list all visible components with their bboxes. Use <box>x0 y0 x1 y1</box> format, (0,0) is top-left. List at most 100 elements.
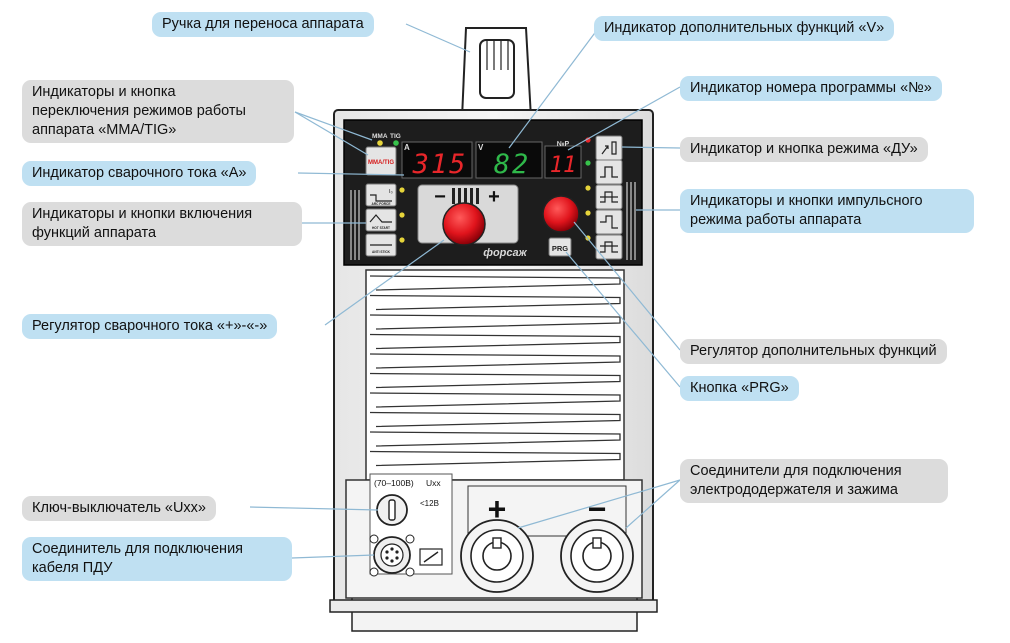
callout-mode-switch: Индикаторы и кнопка переключения режимов… <box>22 80 294 143</box>
output-plus-label: + <box>488 491 507 527</box>
pulse-led-3 <box>585 210 591 216</box>
pulse-2-icon <box>600 191 618 203</box>
extra-function-knob[interactable] <box>542 195 580 233</box>
program-display <box>544 145 582 179</box>
callout-functions-line-2: функций аппарата <box>32 225 157 241</box>
welder-foot <box>329 599 658 613</box>
callout-prg-button-text: Кнопка «PRG» <box>690 380 789 396</box>
callout-connectors-line-1: Соединители для подключения <box>690 463 902 479</box>
pulse-button-1[interactable] <box>595 159 623 185</box>
hot-start-label: HOT START <box>372 226 390 230</box>
program-symbol: №P <box>557 140 570 148</box>
remote-symbol-line <box>423 551 439 563</box>
arc-force-led <box>399 187 405 193</box>
arc-force-label: ARC FORCE <box>372 202 391 206</box>
callout-prg-button: Кнопка «PRG» <box>680 376 799 401</box>
vent-slat <box>369 372 621 389</box>
callout-extra-regulator: Регулятор дополнительных функций <box>680 339 947 364</box>
prg-button-label: PRG <box>552 244 568 253</box>
output-plus-socket[interactable] <box>460 519 534 593</box>
callout-extra-regulator-text: Регулятор дополнительных функций <box>690 343 937 359</box>
mode-switch-button-label: MMA/TIG <box>368 160 394 166</box>
remote-mode-button[interactable] <box>595 135 623 161</box>
callout-power-switch: Ключ-выключатель «Uxx» <box>22 496 216 521</box>
prg-button[interactable] <box>548 237 572 257</box>
callout-mode-switch-line-3: аппарата «MMA/TIG» <box>32 122 177 138</box>
output-minus-label: − <box>588 491 607 527</box>
connector-screws <box>369 534 415 577</box>
mma-led <box>377 140 383 146</box>
callout-v-indicator-text: Индикатор дополнительных функций «V» <box>604 20 885 36</box>
volt-symbol: V <box>478 143 484 152</box>
brand-logo: форсаж <box>483 247 527 259</box>
key-slot-icon <box>388 499 396 521</box>
remote-icon <box>601 141 617 155</box>
ventilation-grille <box>365 269 625 481</box>
callout-remote-connector-line-1: Соединитель для подключения <box>32 541 244 557</box>
callout-program-number-text: Индикатор номера программы «№» <box>690 80 932 96</box>
volt-value: 82 <box>494 149 531 180</box>
callout-program-number: Индикатор номера программы «№» <box>680 76 942 101</box>
low-voltage-label: <12В <box>420 499 439 508</box>
tig-label: TIG <box>390 133 401 140</box>
vent-slat <box>369 333 621 350</box>
vent-slat <box>369 450 621 467</box>
output-label-box <box>467 485 627 537</box>
pulse-3-icon <box>600 215 618 229</box>
uxx-label: Uxx <box>426 478 441 488</box>
tig-led <box>393 140 399 146</box>
callout-handle-text: Ручка для переноса аппарата <box>162 16 364 32</box>
vent-slat <box>369 314 621 330</box>
hot-start-led <box>399 212 405 218</box>
carry-handle <box>461 27 532 119</box>
connector-pin-dots <box>385 547 399 563</box>
callout-mode-switch-line-1: Индикаторы и кнопка <box>32 84 176 100</box>
pulse-button-4[interactable] <box>595 234 623 260</box>
current-scale <box>452 188 479 204</box>
right-scale-bars <box>626 182 636 260</box>
program-value: 11 <box>550 153 577 178</box>
vent-slat <box>369 275 621 291</box>
callout-power-switch-text: Ключ-выключатель «Uxx» <box>32 500 206 516</box>
callout-connectors: Соединители для подключения электрододер… <box>680 459 948 503</box>
left-scale-bars <box>350 190 360 260</box>
callout-remote-mode: Индикатор и кнопка режима «ДУ» <box>680 137 928 162</box>
vent-slat <box>369 294 621 311</box>
uxx-range-label: (70–100В) <box>374 478 414 488</box>
callout-handle: Ручка для переноса аппарата <box>152 12 374 37</box>
vent-slat <box>369 392 621 408</box>
callout-pulse-mode-line-1: Индикаторы и кнопки импульсного <box>690 193 923 209</box>
amp-symbol: A <box>404 143 410 152</box>
current-minus-label: − <box>434 186 446 208</box>
pulse-1-icon <box>600 166 618 178</box>
callout-remote-connector-line-2: кабеля ПДУ <box>32 560 113 576</box>
callout-connectors-line-2: электрододержателя и зажима <box>690 482 898 498</box>
callout-current-indicator: Индикатор сварочного тока «А» <box>22 161 257 186</box>
mma-label: MMA <box>372 133 388 140</box>
amp-value: 315 <box>412 149 468 180</box>
amp-display <box>401 141 473 179</box>
hot-start-icon <box>369 214 392 223</box>
pulse-led-2 <box>585 185 591 191</box>
arc-force-icon <box>370 194 392 202</box>
vent-slat <box>369 411 621 428</box>
callout-current-regulator-text: Регулятор сварочного тока «+»-«-» <box>32 318 268 334</box>
arc-force-iu: I₀ <box>389 189 393 195</box>
vent-slat <box>369 353 621 369</box>
callout-current-regulator: Регулятор сварочного тока «+»-«-» <box>22 314 278 339</box>
output-minus-socket[interactable] <box>560 519 634 593</box>
callout-remote-mode-text: Индикатор и кнопка режима «ДУ» <box>690 141 918 157</box>
pulse-button-3[interactable] <box>595 209 623 235</box>
pulse-4-icon <box>600 241 618 253</box>
callout-pulse-mode-line-2: режима работы аппарата <box>690 212 862 228</box>
vent-slat <box>369 431 621 447</box>
anti-stick-led <box>399 237 405 243</box>
callout-pulse-mode: Индикаторы и кнопки импульсного режима р… <box>680 189 974 233</box>
connector-pins <box>380 543 404 567</box>
current-plus-label: + <box>488 186 500 208</box>
callout-v-indicator: Индикатор дополнительных функций «V» <box>594 16 895 41</box>
callout-current-indicator-text: Индикатор сварочного тока «А» <box>32 165 247 181</box>
current-regulator-knob[interactable] <box>442 202 486 246</box>
leader-lines <box>249 23 681 559</box>
